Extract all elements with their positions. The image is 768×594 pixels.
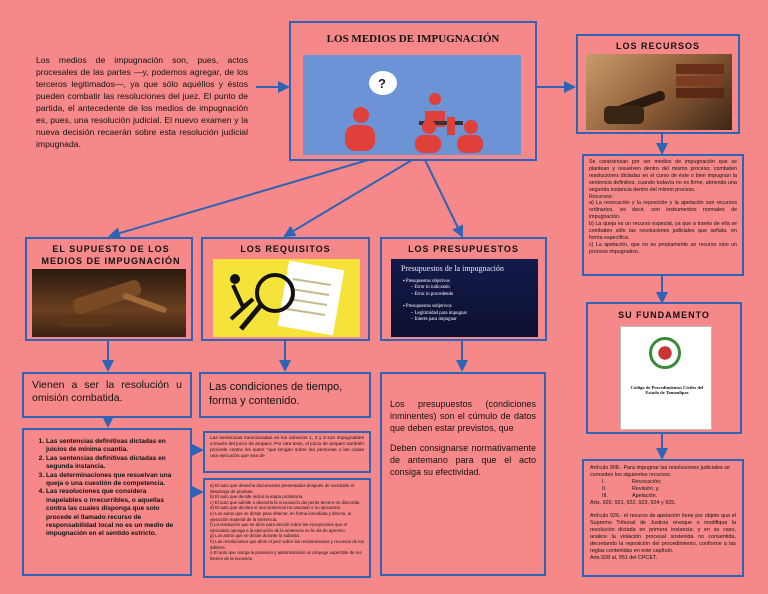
- requisitos-detail-box: a) El auto que desecha documentos presen…: [203, 478, 371, 578]
- requisitos-title: LOS REQUISITOS: [240, 244, 331, 254]
- supuesto-list: Las sentencias definitivas dictadas en j…: [30, 438, 184, 539]
- illustration-people-debate: ?: [303, 55, 521, 155]
- gavel-books-image: [586, 54, 732, 130]
- question-mark: ?: [378, 76, 386, 91]
- slide-item: – Error in iudicando: [411, 285, 450, 291]
- supuesto-list-box: Las sentencias definitivas dictadas en j…: [22, 428, 192, 576]
- requisitos-note-box: Las sentencias mencionadas en los número…: [203, 431, 371, 473]
- recursos-title: LOS RECURSOS: [615, 41, 700, 51]
- recurso-item: II.Revisión; y,: [602, 486, 660, 492]
- presupuestos-text-2: Deben consignarse normativamente de ante…: [390, 443, 536, 477]
- recursos-list: I.Revocación; II.Revisión; y, III.Apelac…: [590, 479, 736, 500]
- state-seal-icon: [649, 337, 681, 369]
- list-item: Las sentencias definitivas dictadas en s…: [46, 455, 184, 472]
- arrow-requisitos: [283, 159, 413, 238]
- art-926: Artículo 926.- el recurso de apelación t…: [590, 513, 736, 554]
- list-item: Las determinaciones que resuelvan una qu…: [46, 472, 184, 489]
- slide-item: ▪ Presupuestos objetivos: [403, 279, 450, 284]
- supuesto-text-box: Vienen a ser la resolución u omisión com…: [22, 372, 192, 418]
- slide-title: Presupuestos de la impugnación: [401, 264, 504, 273]
- recursos-box: LOS RECURSOS: [576, 34, 740, 134]
- list-item: Las sentencias definitivas dictadas en j…: [46, 438, 184, 455]
- slide-item: ▪ Presupuestos subjetivos: [403, 304, 452, 310]
- requisitos-text: Las condiciones de tiempo, forma y conte…: [209, 381, 343, 407]
- code-document-cover: Código de Procedimientos Civiles del Est…: [620, 326, 712, 430]
- recurso-item: III.Apelación.: [602, 493, 658, 499]
- main-title: LOS MEDIOS DE IMPUGNACIÓN: [326, 33, 500, 45]
- presupuestos-title: LOS PRESUPUESTOS: [408, 244, 519, 254]
- presupuestos-text-1: Los presupuestos (condiciones inminentes…: [390, 399, 536, 433]
- arrow-supuesto: [108, 159, 369, 239]
- recursos-description: Se caracterizan por ser medios de impugn…: [589, 159, 737, 255]
- list-item: Las resoluciones que considera inapelabl…: [46, 488, 184, 538]
- fundamento-title: SU FUNDAMENTO: [618, 310, 710, 320]
- requisitos-detail: a) El auto que desecha documentos presen…: [210, 483, 364, 561]
- recurso-item: I.Revocación;: [602, 479, 662, 485]
- requisitos-box: LOS REQUISITOS: [201, 237, 370, 341]
- arts-ref: Arts. 920, 921, 922, 923, 924 y 925.: [590, 500, 676, 506]
- presupuestos-box: LOS PRESUPUESTOS Presupuestos de la impu…: [380, 237, 547, 341]
- slide-list: ▪ Presupuestos objetivos – Error in iudi…: [403, 279, 467, 323]
- requisitos-text-box: Las condiciones de tiempo, forma y conte…: [199, 372, 371, 418]
- presupuestos-slide: Presupuestos de la impugnación ▪ Presupu…: [391, 259, 538, 337]
- art-908: Artículo 908.- Para impugnar las resoluc…: [590, 465, 730, 478]
- magnifier-requirements-image: [213, 259, 360, 337]
- supuesto-text: Vienen a ser la resolución u omisión com…: [32, 379, 182, 404]
- recursos-description-box: Se caracterizan por ser medios de impugn…: [582, 154, 744, 276]
- intro-text: Los medios de impugnación son, pues, act…: [36, 55, 248, 149]
- requisitos-note: Las sentencias mencionadas en los número…: [210, 436, 364, 459]
- slide-item: – Error in procedendo: [411, 291, 454, 297]
- slide-item: – Legitimidad para impugnar: [411, 310, 468, 316]
- fundamento-box: SU FUNDAMENTO Código de Procedimientos C…: [586, 302, 742, 434]
- gavel-image: [32, 269, 186, 337]
- arts-ref-2: Arts.928 al, 951 del CPCET.: [590, 555, 658, 561]
- slide-item: – Interés para impugnar: [411, 317, 457, 323]
- supuesto-title: EL SUPUESTO DE LOS MEDIOS DE IMPUGNACIÓN: [41, 244, 181, 266]
- fundamento-text-box: Artículo 908.- Para impugnar las resoluc…: [582, 459, 744, 577]
- code-document-title: Código de Procedimientos Civiles del Est…: [630, 385, 704, 395]
- main-topic-box: LOS MEDIOS DE IMPUGNACIÓN ?: [289, 21, 537, 161]
- arrow-presupuestos: [424, 159, 464, 238]
- presupuestos-text-box: Los presupuestos (condiciones inminentes…: [380, 372, 546, 576]
- supuesto-box: EL SUPUESTO DE LOS MEDIOS DE IMPUGNACIÓN: [25, 237, 193, 341]
